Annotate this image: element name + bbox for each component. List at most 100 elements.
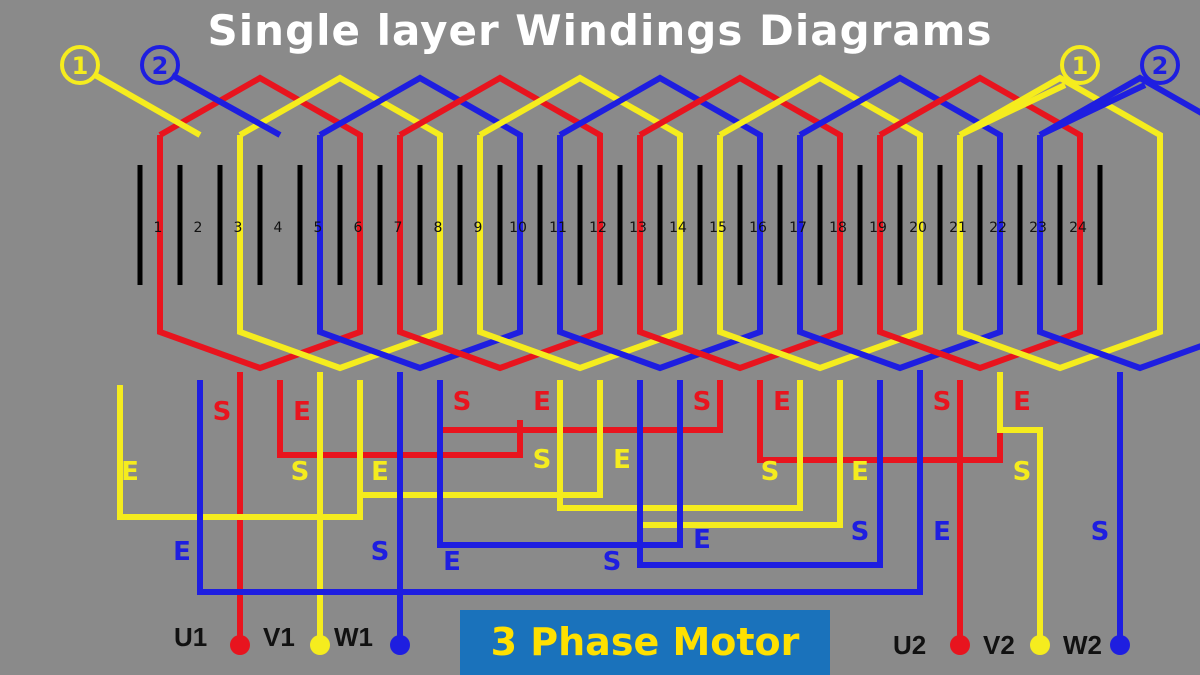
connection-wire [437, 380, 683, 548]
slot-number: 1 [154, 220, 163, 236]
coil-start-label: S [291, 457, 310, 487]
phase-marker-number: 2 [152, 52, 169, 80]
slot-number: 5 [314, 220, 323, 236]
connection-wire [360, 380, 603, 498]
coil-loop [477, 74, 683, 372]
phase-marker-ring [60, 45, 100, 85]
coil-loop [717, 74, 923, 372]
terminal-w2-label: W2 [1063, 630, 1102, 660]
slot-number: 20 [909, 220, 927, 236]
terminal-dot [310, 635, 330, 655]
connection-wire [637, 380, 883, 568]
coil-loop [237, 74, 443, 372]
coil-end-label: E [121, 457, 139, 487]
page-title: Single layer Windings Diagrams [207, 6, 993, 55]
terminal-dot [230, 635, 250, 655]
slot-number: 11 [549, 220, 567, 236]
coil-loop [557, 74, 763, 372]
coil-loop [797, 74, 1003, 372]
slot-number: 24 [1069, 220, 1087, 236]
motor-banner: 3 Phase Motor [460, 610, 830, 675]
slot-number: 14 [669, 220, 687, 236]
phase-markers: 1 2 1 2 [60, 45, 1180, 85]
coil-end-label: E [293, 397, 311, 427]
connection-wire [997, 372, 1043, 640]
slot-number: 4 [274, 220, 283, 236]
slot-number: 17 [789, 220, 807, 236]
slot-number: 2 [194, 220, 203, 236]
coil-start-label: S [371, 537, 390, 567]
coil-start-label: S [213, 397, 232, 427]
banner-text: 3 Phase Motor [490, 620, 800, 664]
terminal-u1-label: U1 [174, 622, 208, 652]
lead-wire [170, 72, 282, 138]
coil-start-label: S [693, 387, 712, 417]
coil-end-label: E [613, 445, 631, 475]
phase-marker-ring [140, 45, 180, 85]
terminal-u2-label: U2 [893, 630, 927, 660]
stator-slots [137, 165, 1103, 285]
slot-number: 22 [989, 220, 1007, 236]
coil-end-label: E [851, 457, 869, 487]
terminal-dot [390, 635, 410, 655]
coil-end-label: E [443, 547, 461, 577]
coil-end-label: E [693, 525, 711, 555]
slot-number: 19 [869, 220, 887, 236]
slot-number: 12 [589, 220, 607, 236]
terminal-dot [1030, 635, 1050, 655]
slot-number: 13 [629, 220, 647, 236]
coil-start-label: S [453, 387, 472, 417]
connection-wire [197, 370, 923, 595]
slot-number: 3 [234, 220, 243, 236]
coil-windings [93, 72, 1200, 372]
coil-end-label: E [173, 537, 191, 567]
coil-loop [637, 74, 843, 372]
coil-end-label: E [1013, 387, 1031, 417]
phase-marker-ring [1140, 45, 1180, 85]
slot-number: 10 [509, 220, 527, 236]
coil-loop [877, 74, 1083, 372]
coil-connections [117, 370, 1123, 640]
slot-number: 9 [474, 220, 483, 236]
lead-wire [1038, 82, 1147, 138]
connection-wire [117, 380, 363, 520]
coil-loop [1037, 74, 1200, 372]
connection-wire [640, 380, 843, 528]
phase-marker-number: 1 [1072, 52, 1089, 80]
phase-marker-number: 2 [1152, 52, 1169, 80]
terminal-v2-label: V2 [983, 630, 1015, 660]
coil-end-label: E [933, 517, 951, 547]
phase-marker-ring [1060, 45, 1100, 85]
terminal-w1-label: W1 [334, 622, 373, 652]
coil-end-label: E [533, 387, 551, 417]
coil-start-label: S [533, 445, 552, 475]
coil-start-label: S [603, 547, 622, 577]
coil-start-label: S [933, 387, 952, 417]
slot-number: 21 [949, 220, 967, 236]
slot-number: 18 [829, 220, 847, 236]
coil-end-label: E [371, 457, 389, 487]
lead-wire [93, 72, 202, 138]
slot-number: 8 [434, 220, 443, 236]
coil-start-label: S [761, 457, 780, 487]
coil-end-label: E [773, 387, 791, 417]
slot-number: 16 [749, 220, 767, 236]
coil-start-label: S [1013, 457, 1032, 487]
coil-start-label: S [851, 517, 870, 547]
coil-loop [957, 74, 1163, 372]
slot-number: 15 [709, 220, 727, 236]
lead-wire [958, 82, 1067, 138]
coil-loop [317, 74, 523, 372]
coil-loop [397, 74, 603, 372]
phase-marker-number: 1 [72, 52, 89, 80]
terminal-v1-label: V1 [263, 622, 295, 652]
coil-start-label: S [1091, 517, 1110, 547]
coil-loop [157, 74, 363, 372]
slot-number: 23 [1029, 220, 1047, 236]
terminal-dot [1110, 635, 1130, 655]
slot-number: 7 [394, 220, 403, 236]
